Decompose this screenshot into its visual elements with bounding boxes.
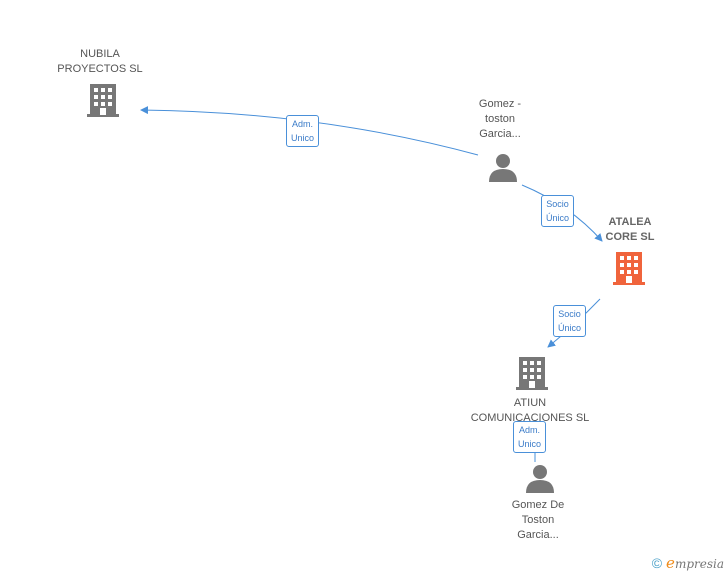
building-icon[interactable] — [87, 84, 119, 117]
empresia-logo: ©empresia — [652, 554, 724, 572]
node-label-atiun[interactable]: ATIUN COMUNICACIONES SL — [470, 396, 590, 426]
brand-e: e — [666, 554, 675, 572]
node-label-gomez-toston[interactable]: Gomez - toston Garcia... — [460, 97, 540, 142]
node-label-nubila[interactable]: NUBILA PROYECTOS SL — [50, 47, 150, 77]
building-icon[interactable] — [613, 252, 645, 285]
node-label-line: Gomez - — [478, 98, 522, 110]
node-label-line: ATALEA — [608, 216, 652, 228]
node-label-line: Gomez De — [511, 499, 565, 511]
edge-label-line: Adm. — [292, 119, 314, 129]
person-icon[interactable] — [526, 465, 554, 493]
node-label-line: CORE SL — [605, 231, 655, 243]
edge-label-line: Único — [546, 213, 570, 223]
node-label-gomez-de-toston[interactable]: Gomez De Toston Garcia... — [498, 498, 578, 543]
node-label-atalea[interactable]: ATALEA CORE SL — [590, 215, 670, 245]
edge-label-line: Unico — [518, 439, 542, 449]
edge-label-adm-unico[interactable]: Adm. Unico — [513, 421, 547, 453]
edge-label-line: Socio — [558, 309, 581, 319]
node-label-line: Garcia... — [479, 128, 521, 140]
edge-label-socio-unico[interactable]: Socio Único — [541, 195, 575, 227]
edge-label-socio-unico[interactable]: Socio Único — [553, 305, 587, 337]
node-label-line: toston — [485, 113, 515, 125]
edge-label-line: Único — [558, 323, 582, 333]
edge-label-line: Unico — [291, 133, 315, 143]
person-icon[interactable] — [489, 154, 517, 182]
edge-label-adm-unico[interactable]: Adm. Unico — [286, 115, 320, 147]
node-label-line: PROYECTOS SL — [57, 63, 143, 75]
copyright-icon: © — [651, 555, 663, 571]
node-label-line: NUBILA — [80, 48, 120, 60]
node-label-line: Garcia... — [517, 529, 559, 541]
node-label-line: COMUNICACIONES SL — [470, 412, 590, 424]
edge-label-line: Socio — [546, 199, 569, 209]
node-label-line: Toston — [521, 514, 555, 526]
edge-label-line: Adm. — [519, 425, 541, 435]
node-label-line: ATIUN — [513, 397, 547, 409]
brand-name: mpresia — [674, 557, 724, 571]
building-icon[interactable] — [516, 357, 548, 390]
